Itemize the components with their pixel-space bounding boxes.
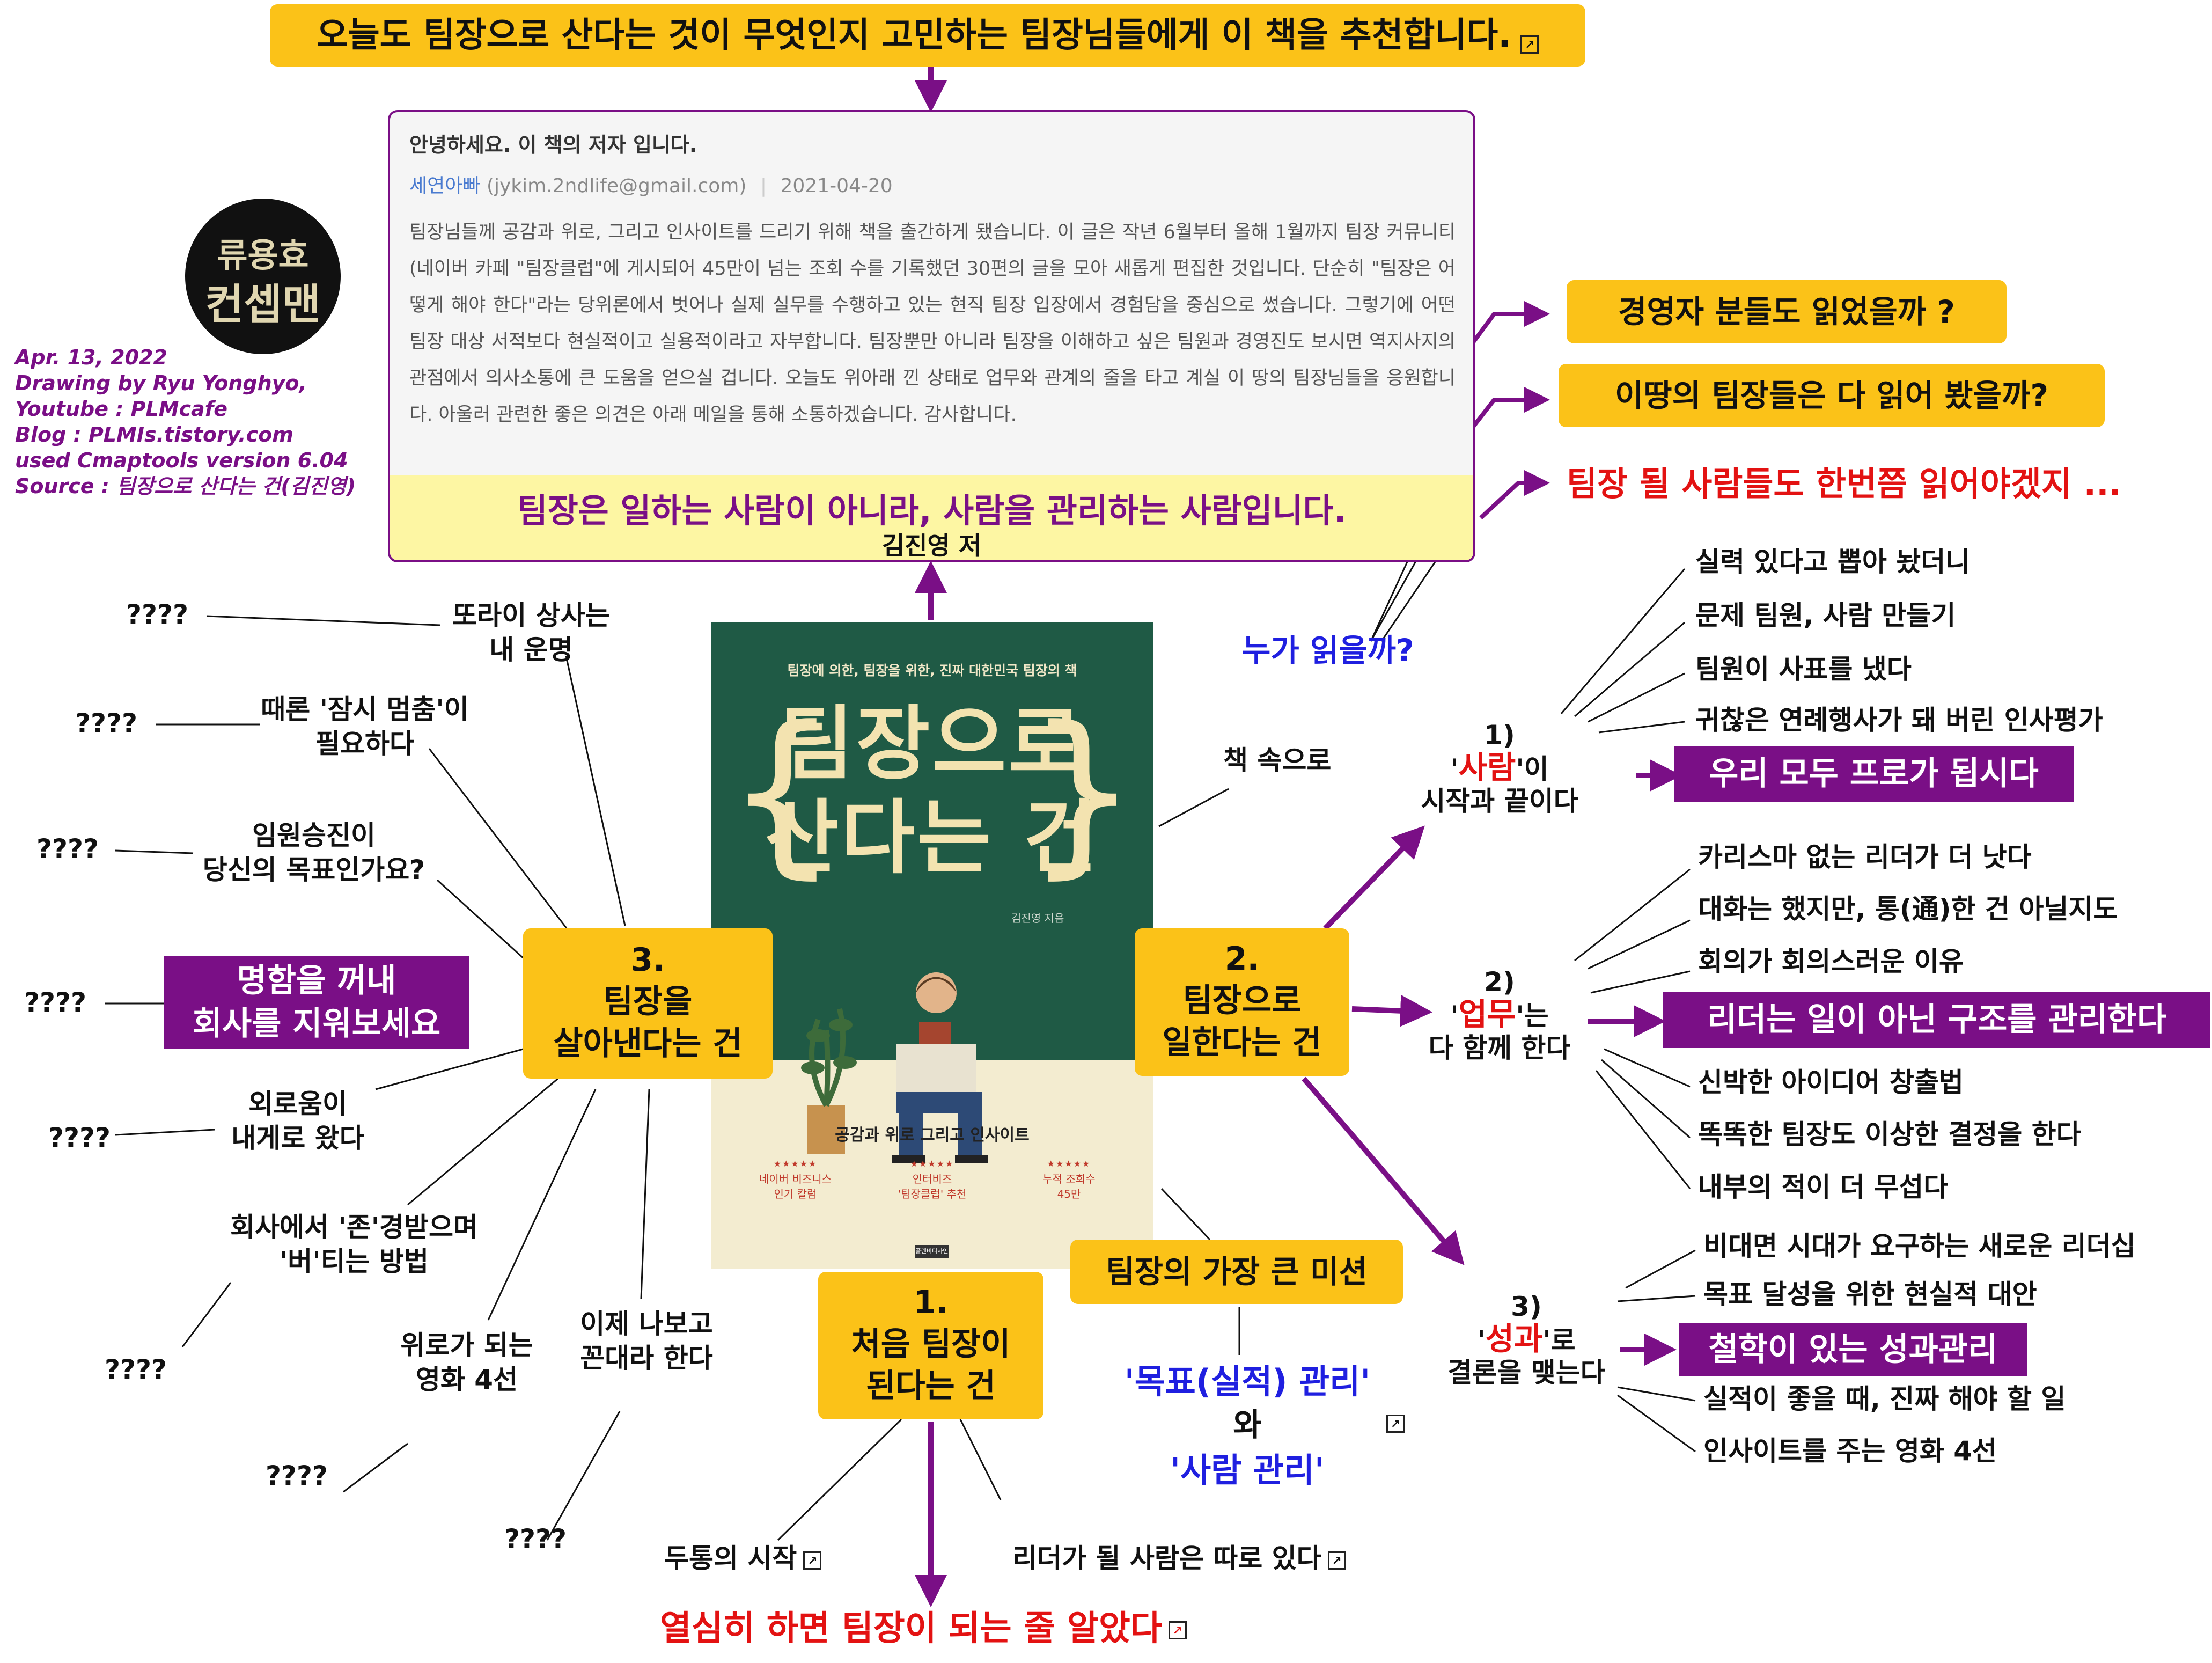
card-date: 2021-04-20 <box>780 175 893 197</box>
book-publisher: 플랜비디자인 <box>915 1245 949 1258</box>
chapter2-item: 실력 있다고 뽑아 놨더니 <box>1695 546 1971 577</box>
unknown-mark: ???? <box>36 833 99 865</box>
who-reads-team-leaders: 이땅의 팀장들은 다 읽어 봤을까? <box>1559 364 2105 427</box>
chapter3-item: 임원승진이 당신의 목표인가요? <box>202 820 425 885</box>
chapter2-work-highlight: 리더는 일이 아닌 구조를 관리한다 <box>1663 992 2210 1048</box>
chapter2-item: 회의가 회의스러운 이유 <box>1698 946 1964 977</box>
mission-box: 팀장의 가장 큰 미션 <box>1070 1240 1403 1304</box>
chapter3-item: 때론 '잠시 멈춤'이 필요하다 <box>261 694 469 759</box>
book-badge: ★★★★★ 인터비즈 '팀장클럽' 추천 <box>898 1159 967 1200</box>
chapter2-item: 카리스마 없는 리더가 더 낫다 <box>1698 841 2032 873</box>
into-book-label: 책 속으로 <box>1223 745 1332 776</box>
logo-line1: 류용효 <box>217 236 309 275</box>
chapter3-box: 3. 팀장을 살아낸다는 건 <box>523 928 773 1079</box>
external-link-icon[interactable]: ↗ <box>803 1551 822 1570</box>
book-author: 김진영 지음 <box>1011 912 1064 925</box>
chapter2-performance-highlight: 철학이 있는 성과관리 <box>1679 1323 2027 1376</box>
chapter3-item: 이제 나보고 꼰대라 한다 <box>580 1308 713 1374</box>
chapter3-item: 위로가 되는 영화 4선 <box>400 1330 533 1395</box>
recommend-banner: 오늘도 팀장으로 산다는 것이 무엇인지 고민하는 팀장님들에게 이 책을 추천… <box>270 4 1585 67</box>
chapter2-group-people: 1) '사람'이 시작과 끝이다 <box>1421 720 1578 817</box>
card-author-email: (jykim.2ndlife@gmail.com) <box>486 175 747 197</box>
external-link-icon[interactable]: ↗ <box>1168 1621 1187 1640</box>
unknown-mark: ???? <box>126 599 189 630</box>
chapter2-item: 비대면 시대가 요구하는 새로운 리더십 <box>1703 1230 2136 1262</box>
chapter1-item: 리더가 될 사람은 따로 있다↗ <box>1012 1541 1346 1576</box>
who-reads-executives: 경영자 분들도 읽었을까 ? <box>1567 280 2007 343</box>
card-author-nick[interactable]: 세연아빠 <box>409 175 481 197</box>
chapter2-item: 문제 팀원, 사람 만들기 <box>1695 600 1956 631</box>
chapter2-group-work: 2) '업무'는 다 함께 한다 <box>1428 966 1571 1064</box>
book-title: 팀장으로 산다는 건 <box>711 698 1153 885</box>
card-by: 김진영 저 <box>881 531 982 560</box>
chapter2-box: 2. 팀장으로 일한다는 건 <box>1135 928 1349 1076</box>
drawing-meta: Apr. 13, 2022 Drawing by Ryu Yonghyo, Yo… <box>15 345 356 499</box>
external-link-icon[interactable]: ↗ <box>1520 35 1539 54</box>
meta-youtube: Youtube : PLMcafe <box>15 397 227 421</box>
mission-and: 와 <box>1233 1406 1262 1443</box>
book-badge: ★★★★★ 누적 조회수 45만 <box>1042 1159 1096 1200</box>
logo-line2: 컨셉맨 <box>205 281 321 329</box>
book-subtitle: 팀장에 의한, 팀장을 위한, 진짜 대한민국 팀장의 책 <box>787 663 1077 678</box>
chapter3-item: 회사에서 '존'경받으며 '버'티는 방법 <box>230 1212 479 1277</box>
book-badge: ★★★★★ 네이버 비즈니스 인기 칼럼 <box>759 1159 832 1200</box>
unknown-mark: ???? <box>24 987 87 1018</box>
chapter3-item: 또라이 상사는 내 운명 <box>452 600 610 665</box>
who-reads-future-leaders: 팀장 될 사람들도 한번쯤 읽어야겠지 ... <box>1567 464 2122 503</box>
external-link-icon[interactable]: ↗ <box>1386 1415 1405 1433</box>
chapter3-highlight: 명함을 꺼내 회사를 지워보세요 <box>164 956 469 1049</box>
book-title-line2: 산다는 건 <box>765 792 1100 885</box>
chapter1-item: 두통의 시작↗ <box>664 1541 822 1576</box>
meta-blog: Blog : PLMIs.tistory.com <box>15 423 293 446</box>
thinking-man-illustration <box>801 972 988 1163</box>
book-title-line1: 팀장으로 <box>780 698 1085 791</box>
card-heading: 안녕하세요. 이 책의 저자 입니다. <box>409 133 697 157</box>
left-brace-icon: { <box>726 688 839 895</box>
right-brace-icon: } <box>1026 688 1138 895</box>
book-cover: 팀장에 의한, 팀장을 위한, 진짜 대한민국 팀장의 책 { } 팀장으로 산… <box>711 622 1153 1269</box>
chapter2-item: 신박한 아이디어 창출법 <box>1698 1067 1964 1098</box>
book-tagline: 공감과 위로 그리고 인사이트 <box>835 1126 1030 1145</box>
unknown-mark: ???? <box>105 1354 167 1385</box>
who-reads-label: 누가 읽을까? <box>1242 632 1414 669</box>
unknown-mark: ???? <box>266 1460 328 1491</box>
unknown-mark: ???? <box>504 1523 567 1555</box>
meta-date: Apr. 13, 2022 <box>15 346 167 369</box>
card-author-line: 세연아빠 (jykim.2ndlife@gmail.com) | 2021-04… <box>409 175 893 197</box>
chapter1-main-item: 열심히 하면 팀장이 되는 줄 알았다↗ <box>660 1607 1187 1650</box>
chapter2-item: 인사이트를 주는 영화 4선 <box>1703 1435 1997 1467</box>
chapter2-item: 대화는 했지만, 통(通)한 건 아닐지도 <box>1698 893 2118 925</box>
card-quote: 팀장은 일하는 사람이 아니라, 사람을 관리하는 사람입니다. <box>517 491 1347 530</box>
chapter2-item: 팀원이 사표를 냈다 <box>1695 654 1912 685</box>
recommend-banner-text: 오늘도 팀장으로 산다는 것이 무엇인지 고민하는 팀장님들에게 이 책을 추천… <box>316 16 1511 55</box>
mission-goal: '목표(실적) 관리' <box>1124 1362 1371 1401</box>
unknown-mark: ???? <box>48 1122 111 1153</box>
chapter2-people-highlight: 우리 모두 프로가 됩시다 <box>1674 746 2074 802</box>
meta-tool: used Cmaptools version 6.04 <box>15 449 348 472</box>
chapter2-item: 똑똑한 팀장도 이상한 결정을 한다 <box>1698 1119 2081 1150</box>
unknown-mark: ???? <box>75 708 138 739</box>
chapter2-item: 목표 달성을 위한 현실적 대안 <box>1703 1279 2037 1310</box>
logo: 류용효 컨셉맨 <box>185 199 341 354</box>
mission-people: '사람 관리' <box>1170 1450 1325 1490</box>
chapter2-group-performance: 3) '성과'로 결론을 맺는다 <box>1447 1291 1605 1388</box>
chapter2-item: 귀찮은 연례행사가 돼 버린 인사평가 <box>1695 705 2103 736</box>
chapter3-item: 외로움이 내게로 왔다 <box>231 1088 364 1154</box>
chapter1-box: 1. 처음 팀장이 된다는 건 <box>818 1272 1043 1419</box>
meta-drawing-by: Drawing by Ryu Yonghyo, <box>15 371 307 395</box>
author-note-card: 안녕하세요. 이 책의 저자 입니다. 세연아빠 (jykim.2ndlife@… <box>388 110 1475 562</box>
external-link-icon[interactable]: ↗ <box>1327 1551 1346 1570</box>
card-quote-area: 팀장은 일하는 사람이 아니라, 사람을 관리하는 사람입니다. 김진영 저 <box>390 475 1473 560</box>
card-body: 팀장님들께 공감과 위로, 그리고 인사이트를 드리기 위해 책을 출간하게 됐… <box>409 222 1456 426</box>
chapter2-item: 실적이 좋을 때, 진짜 해야 할 일 <box>1703 1383 2066 1415</box>
meta-source: Source : 팀장으로 산다는 건(김진영) <box>15 474 356 498</box>
chapter2-item: 내부의 적이 더 무섭다 <box>1698 1171 1949 1203</box>
